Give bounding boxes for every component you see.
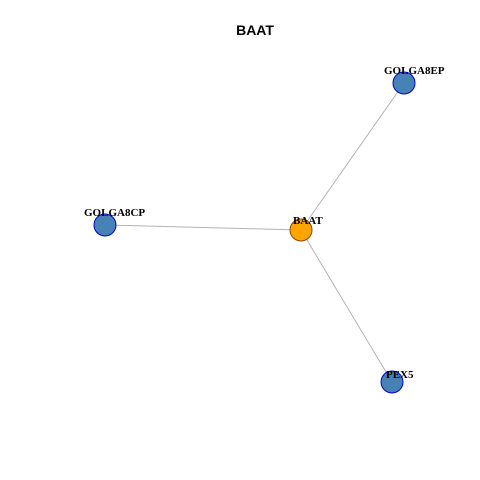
- plot-title: BAAT: [236, 22, 274, 38]
- labels-layer: BAAT GOLGA8EP GOLGA8CP PEX5: [84, 65, 445, 381]
- node-pex5[interactable]: [380, 370, 404, 394]
- edge-baat-golga8cp: [104, 224, 302, 231]
- node-label-golga8cp: GOLGA8CP: [84, 207, 145, 219]
- node-baat[interactable]: [289, 218, 313, 242]
- node-golga8cp[interactable]: [93, 213, 117, 237]
- edges-layer: [104, 82, 405, 383]
- edge-baat-pex5: [300, 229, 393, 383]
- node-golga8ep[interactable]: [392, 71, 416, 95]
- node-label-golga8ep: GOLGA8EP: [384, 65, 445, 77]
- node-label-baat: BAAT: [293, 215, 323, 227]
- nodes-layer: [93, 71, 416, 394]
- node-label-pex5: PEX5: [386, 369, 414, 381]
- edge-baat-golga8ep: [300, 82, 405, 231]
